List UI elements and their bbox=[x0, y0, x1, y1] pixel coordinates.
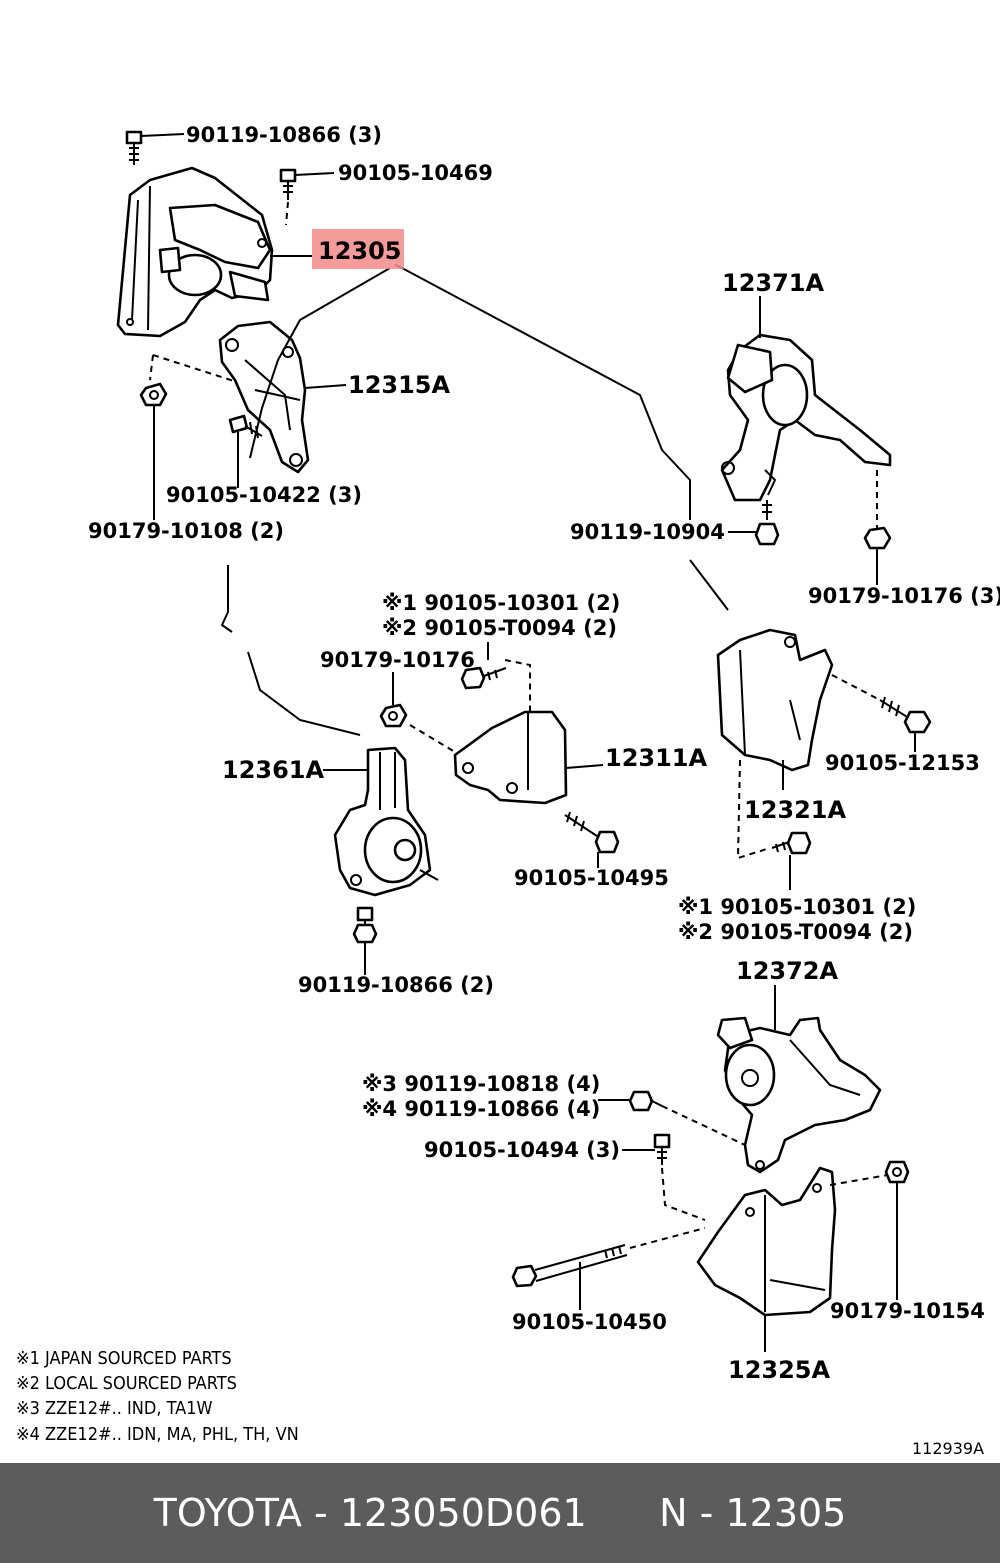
note-1: ※1 JAPAN SOURCED PARTS bbox=[16, 1348, 232, 1369]
label-90179-10108: 90179-10108 (2) bbox=[88, 519, 284, 543]
label-12325A: 12325A bbox=[728, 1356, 830, 1384]
bracket-12311A-drawing bbox=[409, 659, 604, 805]
bolt-90119-10866-2-drawing bbox=[352, 906, 378, 975]
bolt-90105-12153-drawing bbox=[879, 696, 932, 752]
bolt-90119-10818-drawing bbox=[598, 1090, 746, 1146]
part-number-footer: TOYOTA - 123050D061 N - 12305 bbox=[0, 1463, 1000, 1563]
diagram-reference-number: 112939A bbox=[912, 1439, 984, 1458]
bracket-12321A-drawing bbox=[716, 628, 881, 860]
label-12305: 12305 bbox=[318, 237, 402, 265]
label-90105-12153: 90105-12153 bbox=[825, 751, 980, 775]
bolt-90105-10301-upper-drawing bbox=[460, 642, 507, 690]
label-90179-10154: 90179-10154 bbox=[830, 1299, 985, 1323]
label-90105-10422: 90105-10422 (3) bbox=[166, 483, 362, 507]
label-90119-10866-2: 90119-10866 (2) bbox=[298, 973, 494, 997]
label-90179-10176: 90179-10176 bbox=[320, 648, 475, 672]
mount-12372A-drawing bbox=[716, 985, 882, 1174]
label-90105-10469: 90105-10469 bbox=[338, 161, 493, 185]
mount-12371A-drawing bbox=[720, 296, 892, 502]
bracket-12325A-drawing bbox=[696, 1166, 889, 1352]
parts-diagram: 90119-10866 (3) 90105-10469 12305 12315A… bbox=[16, 123, 1000, 1458]
note-3: ※3 ZZE12#.. IND, TA1W bbox=[16, 1398, 213, 1419]
label-12371A: 12371A bbox=[722, 269, 824, 297]
label-90105-10494: 90105-10494 (3) bbox=[424, 1138, 620, 1162]
label-note2-90105-T0094: ※2 90105-T0094 (2) bbox=[382, 616, 617, 640]
bolt-90105-10450-drawing bbox=[511, 1227, 706, 1310]
label-note4-90119-10866: ※4 90119-10866 (4) bbox=[362, 1097, 600, 1121]
bolt-90105-10301-lower-drawing bbox=[771, 831, 812, 890]
mount-12361A-drawing bbox=[323, 746, 439, 897]
label-90105-10495: 90105-10495 bbox=[514, 866, 669, 890]
bracket-12315A-drawing bbox=[218, 320, 347, 474]
label-12315A: 12315A bbox=[348, 371, 450, 399]
label-note1-90105-10301: ※1 90105-10301 (2) bbox=[382, 591, 620, 615]
bolt-90105-10495-drawing bbox=[564, 811, 620, 868]
label-note2b-90105-T0094: ※2 90105-T0094 (2) bbox=[678, 920, 913, 944]
note-2: ※2 LOCAL SOURCED PARTS bbox=[16, 1373, 237, 1394]
note-4: ※4 ZZE12#.. IDN, MA, PHL, TH, VN bbox=[16, 1424, 299, 1445]
label-12311A: 12311A bbox=[605, 744, 707, 772]
bolt-90105-10494-drawing bbox=[622, 1133, 706, 1221]
label-12361A: 12361A bbox=[222, 756, 324, 784]
nut-90179-10176-drawing bbox=[379, 672, 408, 728]
label-90179-10176-3: 90179-10176 (3) bbox=[808, 584, 1000, 608]
bolt-90105-10469-drawing bbox=[279, 168, 335, 226]
engine-mount-12305-drawing bbox=[116, 166, 274, 338]
label-90119-10904: 90119-10904 bbox=[570, 520, 725, 544]
label-90119-10866-3: 90119-10866 (3) bbox=[186, 123, 382, 147]
bolt-90119-10866-drawing bbox=[125, 130, 185, 165]
footer-text: TOYOTA - 123050D061 N - 12305 bbox=[153, 1491, 847, 1535]
highlight-12305 bbox=[312, 229, 404, 269]
label-note1b-90105-10301: ※1 90105-10301 (2) bbox=[678, 895, 916, 919]
label-note3-90119-10818: ※3 90119-10818 (4) bbox=[362, 1072, 600, 1096]
label-12321A: 12321A bbox=[744, 796, 846, 824]
nut-90179-10108-drawing bbox=[139, 382, 168, 520]
label-12372A: 12372A bbox=[736, 957, 838, 985]
nut-90179-10176-3-drawing bbox=[863, 470, 892, 585]
nut-90179-10154-drawing bbox=[884, 1160, 910, 1300]
bolt-90119-10904-drawing bbox=[728, 500, 780, 546]
label-90105-10450: 90105-10450 bbox=[512, 1310, 667, 1334]
